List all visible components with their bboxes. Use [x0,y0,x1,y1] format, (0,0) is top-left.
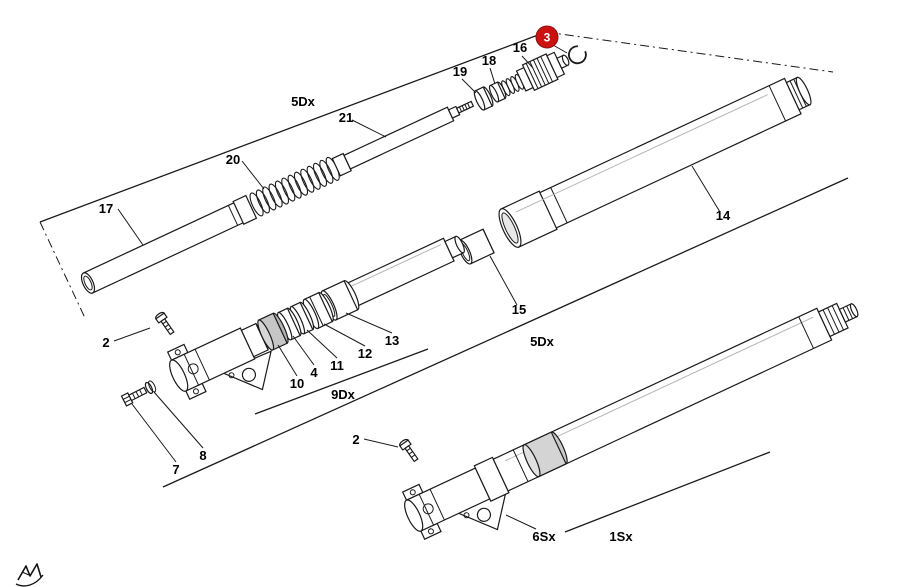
inner-tube-tip-end [454,235,465,254]
part-label-12: 12 [358,346,372,361]
part-label-21: 21 [339,110,353,125]
axle-bracket-lower [401,467,507,540]
washer-19 [473,86,494,111]
top-fork-damper-assembly [80,45,587,294]
group-label-5dx-mid: 5Dx [530,334,555,349]
leader-19 [461,78,477,94]
highlighted-part-badge[interactable]: 3 [535,25,559,49]
axle-bracket [166,327,272,400]
oil-seal-10 [257,312,289,351]
part-label-17: 17 [99,201,113,216]
part-label-11: 11 [330,358,344,373]
leader-18 [489,67,496,85]
leader-2-upper [113,327,151,342]
part-label-2-lower: 2 [352,432,359,447]
leader-7 [131,403,177,463]
part-label-10: 10 [290,376,304,391]
part-label-18: 18 [482,53,496,68]
badge-circle[interactable] [535,25,559,49]
tube-17-band [227,205,239,226]
screw-2-lower [399,438,419,463]
badge-number: 3 [544,31,551,45]
leader-2-lower [363,438,399,448]
top-right-dashdot-line [545,31,834,73]
part-label-20: 20 [226,152,240,167]
part-label-8: 8 [199,448,206,463]
leader-6sx [505,514,537,530]
leader-15 [489,255,518,306]
part-label-2-upper: 2 [102,335,109,350]
leader-20 [241,160,265,190]
group-label-1sx: 1Sx [609,529,633,544]
1sx-line [564,451,771,533]
screw-2-upper [155,311,175,336]
group-label-5dx-top: 5Dx [291,94,316,109]
leader-21 [351,119,387,138]
leader-8 [153,391,204,449]
left-dashdot-line [39,221,86,319]
leader-13 [345,312,393,334]
inner-tube-assembly [166,235,465,400]
part-label-13: 13 [385,333,399,348]
ring-18 [488,81,507,103]
slider-top-cap [817,302,859,338]
mid-5dx-line [162,177,849,488]
group-label-9dx: 9Dx [331,387,356,402]
tube-17-inner-bore [83,275,93,291]
part-label-4: 4 [310,365,318,380]
leader-lines [113,44,721,530]
tube-14-inner-bore [501,212,519,244]
part-label-16: 16 [513,40,527,55]
top-5dx-line [39,31,547,223]
leader-17 [117,208,144,246]
seal-ring-12 [302,291,334,330]
leader-16 [521,55,534,69]
bolt-7 [120,386,148,407]
group-code-labels: 5Dx 5Dx 9Dx 6Sx 1Sx [291,94,633,544]
bottom-fork-leg-assembly [401,302,859,540]
leader-14 [691,165,721,213]
part-label-7: 7 [172,462,179,477]
leader-11 [306,329,338,359]
damper-rod-21 [331,100,475,177]
part-label-19: 19 [453,64,467,79]
tube-17-collar [232,194,258,225]
leader-3 [552,44,568,54]
part-number-labels: 17 20 21 19 18 16 14 15 2 10 4 11 12 13 … [99,40,731,477]
9dx-line [254,348,429,415]
leader-12 [323,323,366,347]
washer-8 [144,380,157,395]
dust-seal-band [522,431,568,478]
maker-logo [15,563,44,587]
leader-4 [292,335,315,366]
tube-17-open-end [80,272,96,294]
outer-tube-14 [498,76,812,248]
part-label-15: 15 [512,302,526,317]
ring-4 [277,307,302,341]
group-bracket-lines [39,31,849,533]
fork-cap-16 [515,51,570,92]
group-label-6sx: 6Sx [532,529,556,544]
part-label-14: 14 [716,208,731,223]
leader-10 [277,344,298,377]
